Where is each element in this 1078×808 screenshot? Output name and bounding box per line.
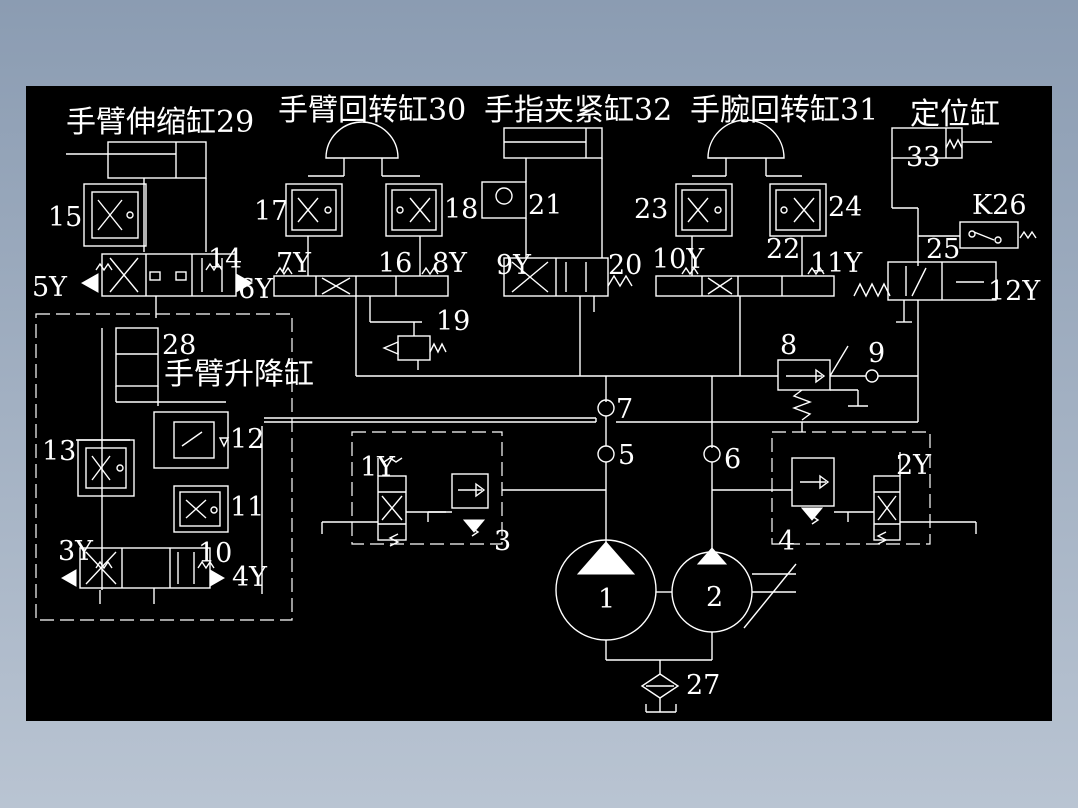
- title-locate: 定位缸: [910, 97, 1000, 132]
- check-valve-21: [481, 181, 527, 258]
- valve-23: [675, 183, 733, 237]
- pressure-switch-k26: [918, 221, 1037, 249]
- valve-22: [655, 236, 835, 376]
- label-27: 27: [686, 670, 720, 701]
- label-5: 5: [618, 440, 635, 471]
- check-valve-9: [865, 369, 919, 422]
- label-20: 20: [608, 250, 642, 281]
- label-2: 2: [706, 582, 723, 613]
- label-33: 33: [906, 142, 940, 173]
- label-17: 17: [254, 196, 288, 227]
- main-manifold: [264, 296, 918, 448]
- label-11: 11: [230, 492, 264, 523]
- pump-2: [656, 547, 797, 660]
- valve-15: [83, 183, 147, 247]
- label-23: 23: [634, 194, 668, 225]
- label-8: 8: [780, 330, 797, 361]
- title-wrist-rotate: 手腕回转缸31: [690, 93, 878, 128]
- label-7y: 7Y: [276, 248, 312, 279]
- label-22: 22: [766, 234, 800, 265]
- label-6y: 6Y: [238, 274, 274, 305]
- label-28: 28: [162, 330, 196, 361]
- label-10y: 10Y: [652, 244, 705, 275]
- cylinder-32: [503, 127, 603, 258]
- label-11y: 11Y: [810, 248, 863, 279]
- label-19: 19: [436, 306, 470, 337]
- label-18: 18: [444, 194, 478, 225]
- rotary-actuator-30: [308, 121, 420, 177]
- check-valve-7: [597, 399, 615, 446]
- title-arm-extend: 手臂伸缩缸29: [66, 105, 254, 140]
- label-12y: 12Y: [988, 276, 1041, 307]
- valve-16: [273, 236, 449, 322]
- schematic-canvas: 手臂伸缩缸29 手臂回转缸30 手指夹紧缸32 手腕回转缸31 定位缸 手臂升降…: [26, 86, 1052, 721]
- label-1y: 1Y: [360, 452, 396, 483]
- label-7: 7: [616, 394, 633, 425]
- pump-1: [555, 539, 712, 661]
- title-arm-rotate: 手臂回转缸30: [278, 93, 466, 128]
- label-5y: 5Y: [32, 272, 68, 303]
- valve-19: [370, 321, 447, 370]
- check-valve-5: [597, 445, 615, 546]
- label-6: 6: [724, 444, 741, 475]
- valve-25: [853, 261, 997, 376]
- label-4: 4: [778, 526, 795, 557]
- label-21: 21: [528, 190, 562, 221]
- label-10: 10: [198, 538, 232, 569]
- title-arm-lift: 手臂升降缸: [164, 357, 314, 392]
- valve-18: [385, 183, 443, 237]
- relief-circuit-left: [321, 431, 606, 547]
- label-25: 25: [926, 234, 960, 265]
- label-15: 15: [48, 202, 82, 233]
- label-2y: 2Y: [896, 450, 932, 481]
- label-9y: 9Y: [496, 250, 532, 281]
- title-finger-clamp: 手指夹紧缸32: [484, 93, 672, 128]
- lift-circuit: [35, 313, 293, 621]
- label-4y: 4Y: [232, 562, 268, 593]
- cylinder-33: [891, 127, 992, 266]
- cylinder-29: [66, 141, 207, 252]
- label-3y: 3Y: [58, 536, 94, 567]
- hydraulic-schematic: 手臂伸缩缸29 手臂回转缸30 手指夹紧缸32 手腕回转缸31 定位缸 手臂升降…: [32, 93, 1041, 713]
- label-24: 24: [828, 192, 862, 223]
- filter-27: [640, 660, 680, 713]
- label-8y: 8Y: [432, 248, 468, 279]
- label-9: 9: [868, 338, 885, 369]
- label-k26: K26: [972, 190, 1027, 221]
- rotary-actuator-31: [692, 119, 802, 177]
- valve-20: [503, 257, 633, 376]
- label-12: 12: [230, 424, 264, 455]
- label-3: 3: [494, 526, 511, 557]
- check-valve-6: [703, 445, 721, 552]
- label-14: 14: [208, 244, 242, 275]
- valve-8: [777, 345, 868, 432]
- relief-circuit-right: [712, 431, 977, 545]
- label-13: 13: [42, 436, 76, 467]
- valve-24: [769, 183, 827, 237]
- label-1: 1: [598, 584, 615, 615]
- label-16: 16: [378, 248, 412, 279]
- valve-17: [285, 183, 343, 237]
